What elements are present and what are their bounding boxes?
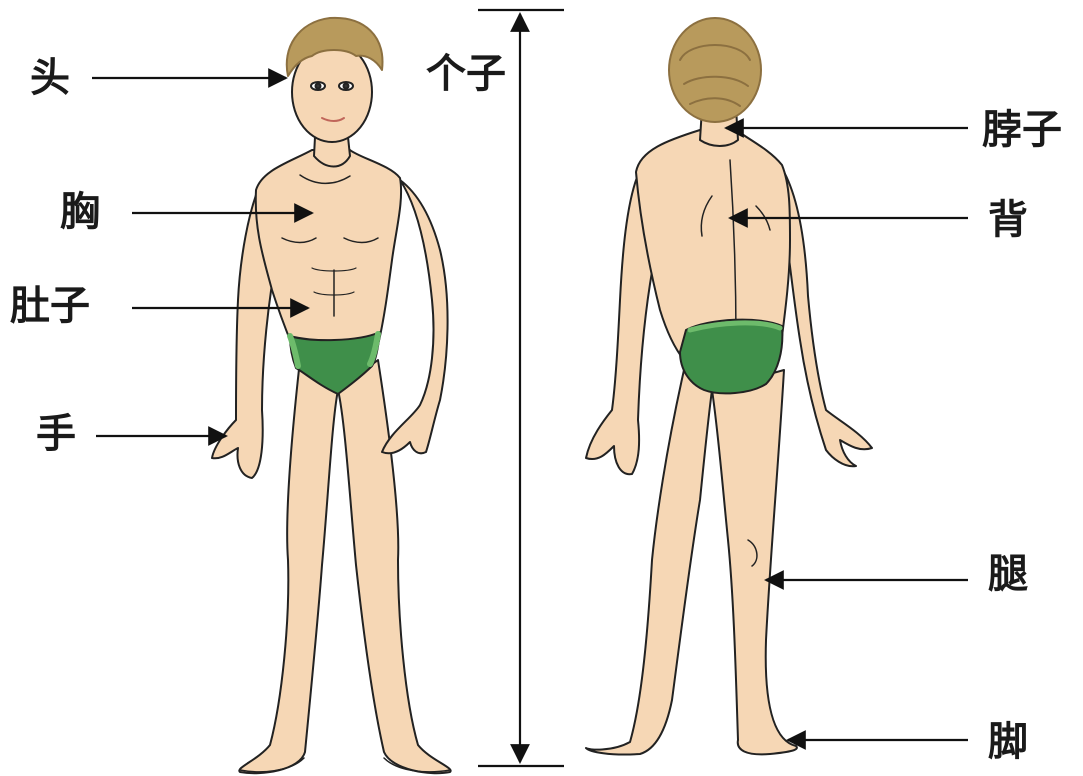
label-hand: 手: [36, 412, 76, 456]
height-double-arrow: [478, 10, 564, 766]
pointer-arrows: [92, 78, 968, 740]
label-height: 个子: [426, 52, 506, 96]
label-back: 背: [988, 198, 1028, 242]
front-body-figure: [212, 18, 451, 773]
label-head: 头: [30, 56, 70, 100]
label-neck: 脖子: [982, 108, 1062, 152]
label-leg: 腿: [988, 552, 1028, 596]
label-chest: 胸: [60, 190, 100, 234]
label-foot: 脚: [988, 720, 1028, 764]
label-belly: 肚子: [10, 284, 90, 328]
